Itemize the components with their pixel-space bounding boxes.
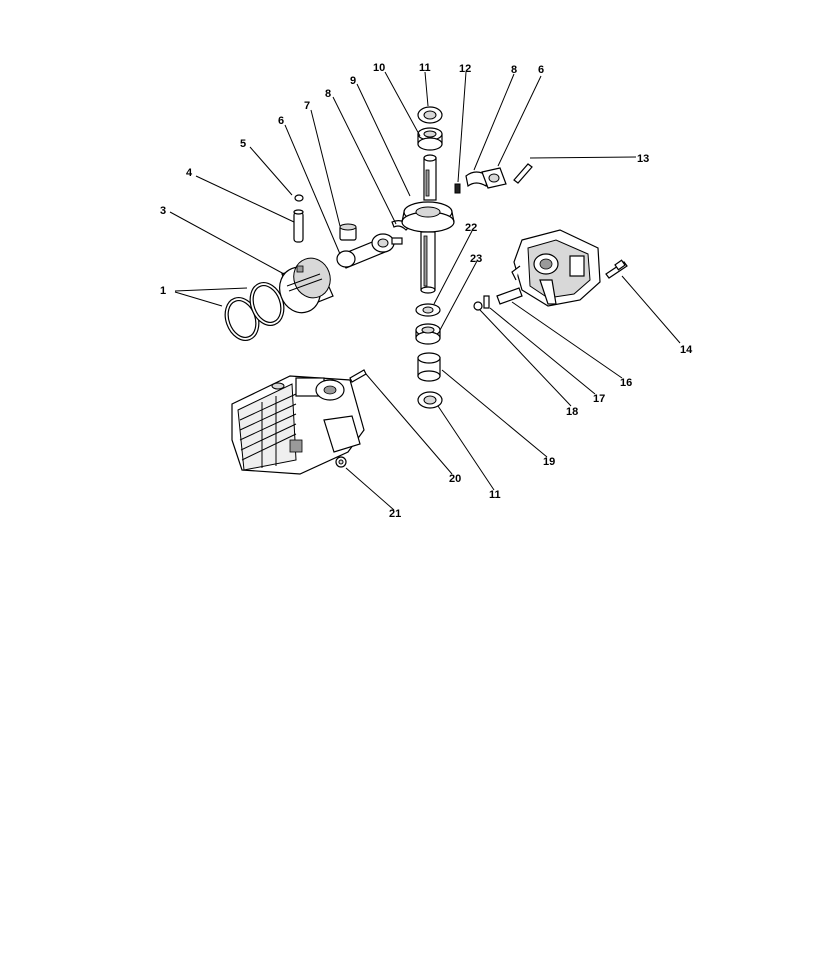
callout-7: 7 xyxy=(304,100,310,112)
callout-6-right: 6 xyxy=(538,64,544,76)
callout-22: 22 xyxy=(465,222,477,234)
callout-14: 14 xyxy=(680,344,693,356)
lower-seal xyxy=(415,303,441,317)
callout-23: 23 xyxy=(470,253,482,265)
callout-20: 20 xyxy=(449,473,461,485)
callout-13: 13 xyxy=(637,153,649,165)
cap-screw xyxy=(513,163,533,184)
plug xyxy=(335,456,347,468)
callout-12: 12 xyxy=(459,63,471,75)
callout-labels: 1 3 4 5 6 7 8 9 10 11 12 8 6 13 22 23 14… xyxy=(160,62,693,520)
callout-5: 5 xyxy=(240,138,246,150)
piston xyxy=(279,257,334,314)
dowel-pin xyxy=(483,295,490,309)
piston-rings xyxy=(224,282,285,341)
piston-pin xyxy=(293,209,304,243)
callout-18: 18 xyxy=(566,406,578,418)
callout-6-left: 6 xyxy=(278,115,284,127)
callout-16: 16 xyxy=(620,377,632,389)
connecting-rod xyxy=(336,223,403,269)
pin-retainer xyxy=(294,194,304,202)
cylinder-block xyxy=(231,375,365,475)
callout-19: 19 xyxy=(543,456,555,468)
callout-8-left: 8 xyxy=(325,88,331,100)
gasket-plate xyxy=(496,287,523,305)
crankcase-cover xyxy=(511,229,601,307)
bolt xyxy=(605,259,628,279)
woodruff-key xyxy=(454,183,461,194)
callout-8-right: 8 xyxy=(511,64,517,76)
leader-lines xyxy=(169,71,681,511)
callout-3: 3 xyxy=(160,205,166,217)
callout-11-top: 11 xyxy=(419,62,431,74)
lower-bearing xyxy=(415,323,441,345)
callout-10: 10 xyxy=(373,62,385,74)
callout-4: 4 xyxy=(186,167,193,179)
callout-11-bottom: 11 xyxy=(489,489,501,501)
upper-seal xyxy=(417,106,443,124)
crankshaft xyxy=(401,154,455,294)
bearing-cap xyxy=(465,171,489,188)
callout-21: 21 xyxy=(389,508,401,520)
bottom-seal xyxy=(417,391,443,409)
callout-9: 9 xyxy=(350,75,356,87)
bushing xyxy=(417,352,441,382)
upper-bearing xyxy=(417,127,443,151)
locating-pin xyxy=(349,369,367,383)
rod-cap xyxy=(481,167,507,189)
callout-17: 17 xyxy=(593,393,605,405)
callout-1: 1 xyxy=(160,285,166,297)
washer xyxy=(473,301,483,311)
